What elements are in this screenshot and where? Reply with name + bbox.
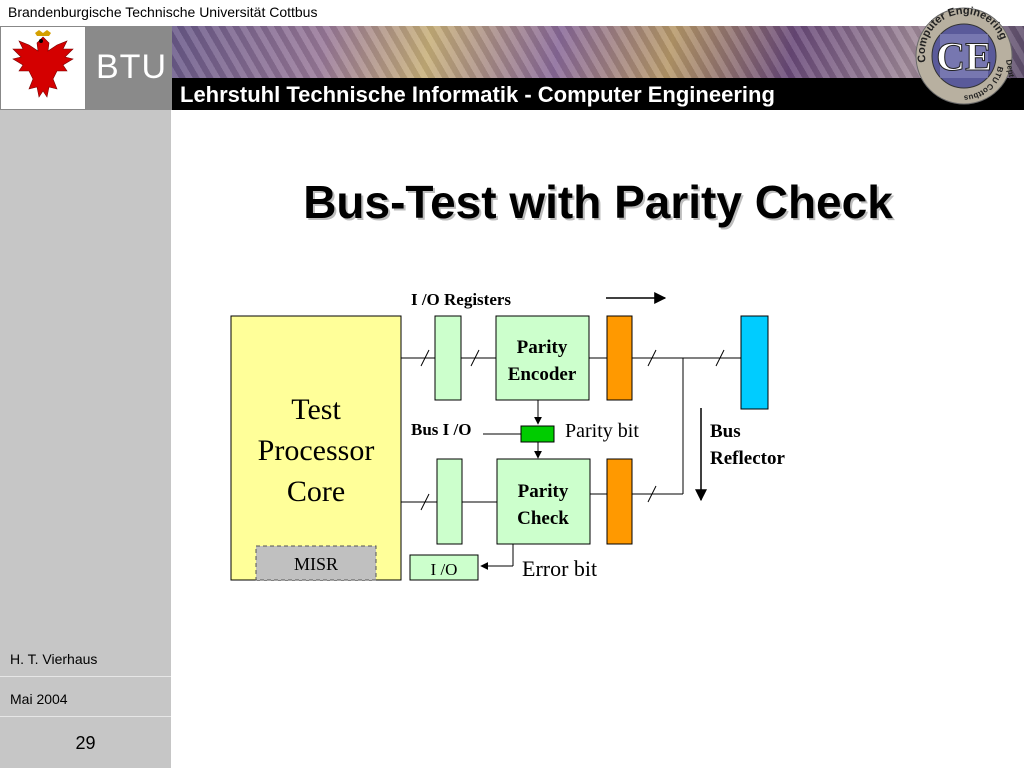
parity-encoder-label-line1: Parity (517, 337, 568, 358)
error-bit-label: Error bit (522, 556, 597, 581)
chair-name: Lehrstuhl Technische Informatik - Comput… (180, 82, 775, 107)
university-name: Brandenburgische Technische Universität … (8, 4, 318, 20)
test-processor-core (230, 315, 402, 581)
parity-bit-label: Parity bit (565, 420, 639, 442)
bus-io-label: Bus I /O (411, 420, 471, 439)
bus-reflector-label-line1: Bus (710, 421, 741, 442)
sidebar-divider (0, 716, 171, 717)
presentation-date: Mai 2004 (10, 691, 68, 707)
io-box-label: I /O (431, 560, 458, 579)
io-registers-label: I /O Registers (411, 290, 511, 309)
bus-width-mark (647, 485, 657, 503)
ce-letters: CE (936, 34, 992, 79)
bus-width-mark (470, 349, 480, 367)
crest-logo (0, 26, 86, 110)
ce-logo: CE Computer Engineering Dept. BTU Cottbu… (912, 4, 1016, 108)
output-register-lower (606, 458, 633, 545)
parity-check-label-line2: Check (517, 508, 569, 529)
bus-width-mark (647, 349, 657, 367)
parity-check-label-line1: Parity (518, 481, 569, 502)
eagle-crest-icon (12, 30, 74, 98)
sidebar (0, 110, 171, 768)
top-bar: Brandenburgische Technische Universität … (0, 0, 1024, 26)
output-register-upper (606, 315, 633, 401)
io-register-lower (436, 458, 463, 545)
misr-block (255, 545, 377, 581)
bus-reflector-label-line2: Reflector (710, 448, 785, 469)
ce-logo-icon: CE Computer Engineering Dept. BTU Cottbu… (915, 5, 1016, 105)
parity-encoder-label-line2: Encoder (508, 364, 577, 385)
btu-logo-box: BTU (86, 26, 172, 110)
author-name: H. T. Vierhaus (10, 651, 98, 667)
bus-reflector-block (740, 315, 769, 410)
slide-title: Bus-Test with Parity Check (303, 176, 893, 228)
core-label-line1: Test (291, 393, 341, 426)
parity-check (496, 458, 591, 545)
parity-bit-register (520, 425, 555, 443)
bus-width-mark (420, 349, 430, 367)
banner-pattern (172, 26, 1024, 78)
bus-width-mark (715, 349, 725, 367)
sidebar-divider (0, 676, 171, 677)
page-number: 29 (75, 733, 96, 753)
bus-width-mark (420, 493, 430, 511)
parity-encoder (495, 315, 590, 401)
io-box (409, 554, 479, 581)
btu-logo-text: BTU (96, 48, 167, 86)
core-label-line3: Core (287, 475, 345, 508)
ce-ring-right-text: Dept. (1004, 59, 1016, 80)
core-label-line2: Processor (258, 434, 375, 467)
banner-text-background (172, 78, 1024, 110)
header-banner: Lehrstuhl Technische Informatik - Comput… (172, 26, 1024, 110)
misr-label: MISR (294, 554, 338, 574)
io-register-upper (434, 315, 462, 401)
